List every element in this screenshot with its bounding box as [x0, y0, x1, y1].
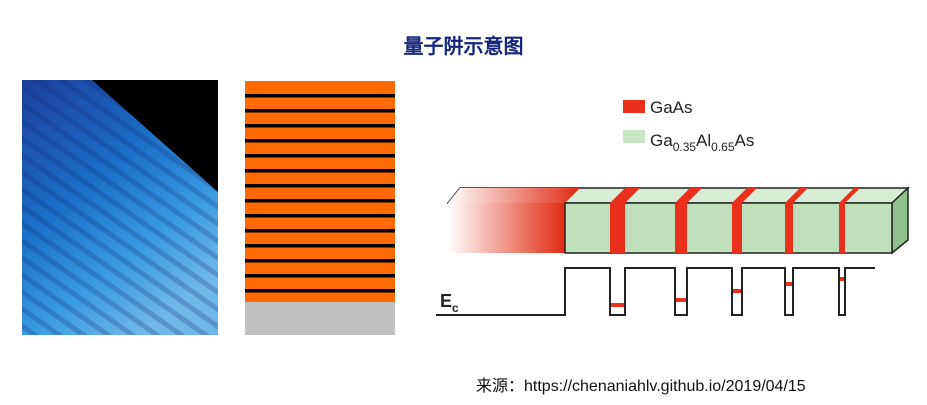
gaas-stripe [839, 203, 845, 253]
barrier-line [245, 214, 395, 218]
barrier-line [245, 244, 395, 248]
legend-swatch-gaas [623, 100, 645, 113]
gaas-stripe [675, 203, 687, 253]
legend-label-gaas: GaAs [650, 98, 693, 117]
gaas-stripe [785, 203, 793, 253]
energy-level [733, 289, 741, 293]
energy-level [611, 303, 624, 307]
barrier-line [245, 94, 395, 98]
legend-label-gaalas: Ga0.35Al0.65As [650, 131, 754, 154]
page-title: 量子阱示意图 [403, 36, 524, 58]
barrier-line [245, 259, 395, 263]
gaas-stripe-top [785, 188, 808, 203]
barrier-line [245, 139, 395, 143]
tem-image [22, 80, 218, 335]
barrier-line [245, 289, 395, 293]
barrier-line [245, 274, 395, 278]
gaas-stripe [610, 203, 625, 253]
legend-swatch-gaalas [623, 130, 645, 143]
gaas-stripe-top [675, 188, 702, 203]
gaas-stripe-top [839, 188, 860, 203]
source-caption: 来源：https://chenaniahlv.github.io/2019/04… [476, 378, 806, 395]
gaas-stripe [732, 203, 742, 253]
gaas-stripe-top [732, 188, 757, 203]
barrier-line [245, 124, 395, 128]
energy-level [786, 282, 792, 286]
gaas-stripe-top [610, 188, 640, 203]
heterostructure-bar [446, 186, 910, 255]
barrier-line [245, 109, 395, 113]
energy-level [840, 277, 844, 281]
barrier-line [245, 169, 395, 173]
barrier-line [245, 199, 395, 203]
layer-stack [245, 81, 395, 335]
barrier-line [245, 154, 395, 158]
barrier-line [245, 229, 395, 233]
energy-level [676, 298, 686, 302]
legend: GaAs Ga0.35Al0.65As [623, 98, 754, 154]
barrier-line [245, 184, 395, 188]
energy-profile: Ec [436, 267, 875, 316]
energy-label: Ec [440, 291, 459, 315]
